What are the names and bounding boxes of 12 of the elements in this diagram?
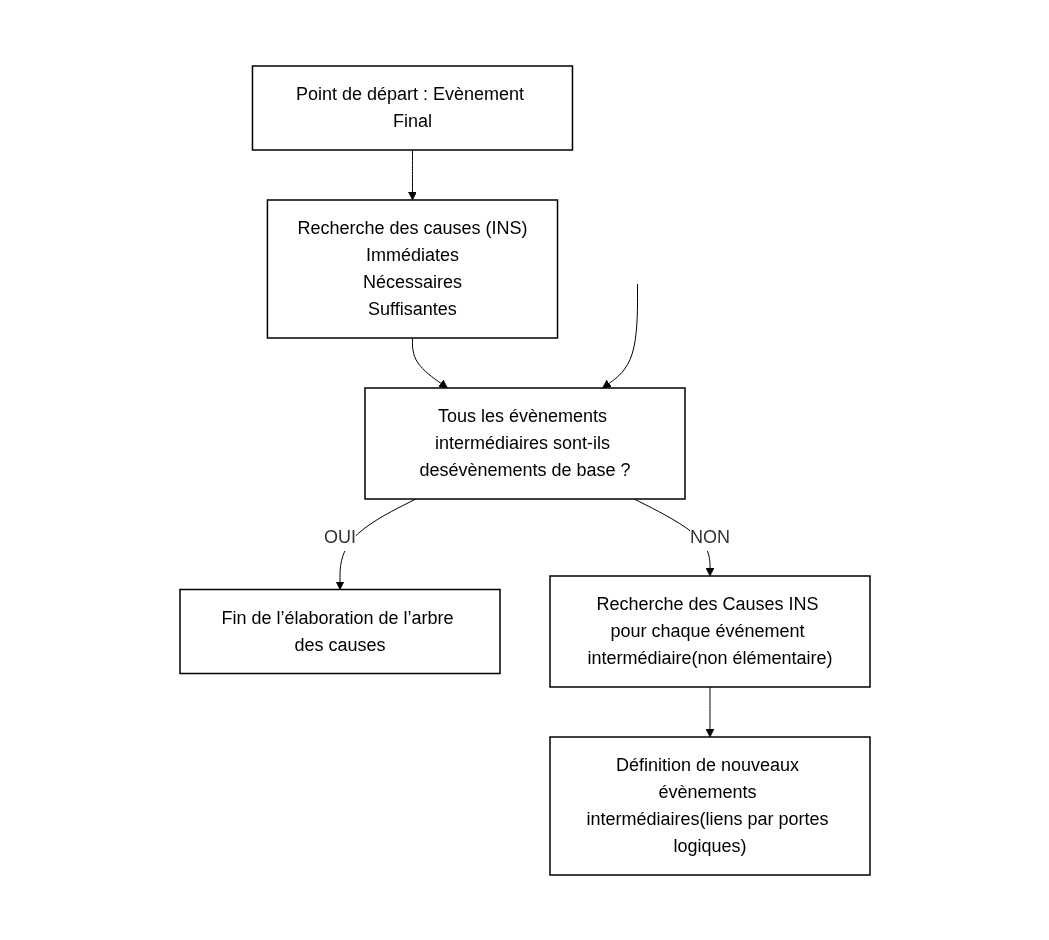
arrow	[601, 283, 638, 388]
edge-label: NON	[689, 526, 730, 547]
node-box: Recherche des causes (INS) Immédiates Nécessaires Suffisantes	[266, 198, 558, 339]
edge-label: OUI	[323, 526, 356, 547]
node-box: Tous les évènements intermédiaires sont-ils desévènements de base ?	[363, 386, 686, 500]
node-box: Définition de nouveaux évènements intermédiaires(liens par portes logiques)	[548, 735, 871, 876]
node-box: Fin de l’élaboration de l’arbre des causes	[178, 588, 501, 674]
node-box: Recherche des Causes INS pour chaque événement intermédiaire(non élémentaire)	[548, 574, 871, 688]
arrow	[407, 149, 417, 200]
node-box: Point de départ : Evènement Final	[251, 64, 573, 151]
arrow	[411, 337, 448, 388]
arrow	[705, 686, 714, 737]
